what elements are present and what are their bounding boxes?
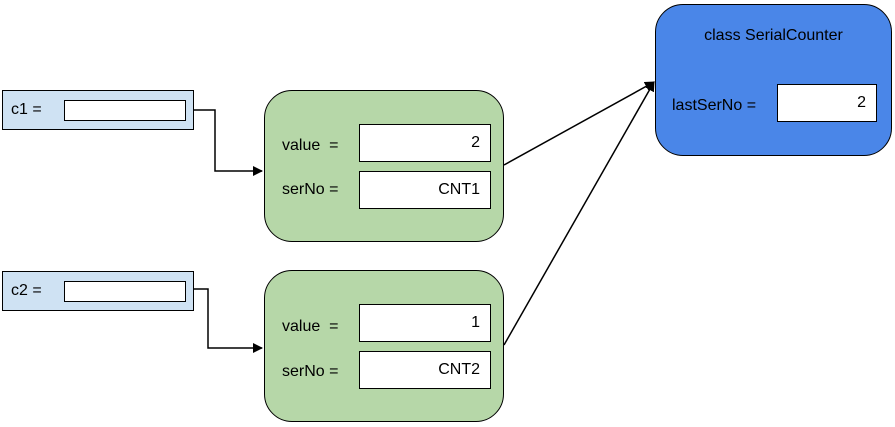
last-serno-field: 2 [777, 84, 877, 122]
object-1-value-field: 2 [359, 124, 491, 162]
object-2-value-label: value = [282, 318, 339, 335]
counter-object-2: value = 1 serNo = CNT2 [264, 270, 504, 422]
object-1-serno-field: CNT1 [359, 171, 491, 209]
object-2-serno-field: CNT2 [359, 351, 491, 389]
last-serno-label: lastSerNo = [672, 97, 757, 114]
variable-c1: c1 = [2, 90, 194, 130]
object-1-serno-label: serNo = [282, 181, 339, 198]
object-2-serno-label: serNo = [282, 363, 339, 380]
object-1-value-label: value = [282, 137, 339, 154]
variable-c2: c2 = [2, 271, 194, 311]
class-title: class SerialCounter [704, 27, 843, 44]
object2-class-arrow [503, 81, 655, 346]
object1-class-arrow [503, 81, 655, 166]
variable-c2-label: c2 = [11, 282, 42, 299]
object-2-value-field: 1 [359, 304, 491, 342]
variable-c1-reference-slot [64, 100, 186, 121]
serial-counter-class: class SerialCounter lastSerNo = 2 [655, 4, 892, 156]
counter-object-1: value = 2 serNo = CNT1 [264, 90, 504, 242]
variable-c2-reference-slot [64, 281, 186, 302]
variable-c1-label: c1 = [11, 101, 42, 118]
